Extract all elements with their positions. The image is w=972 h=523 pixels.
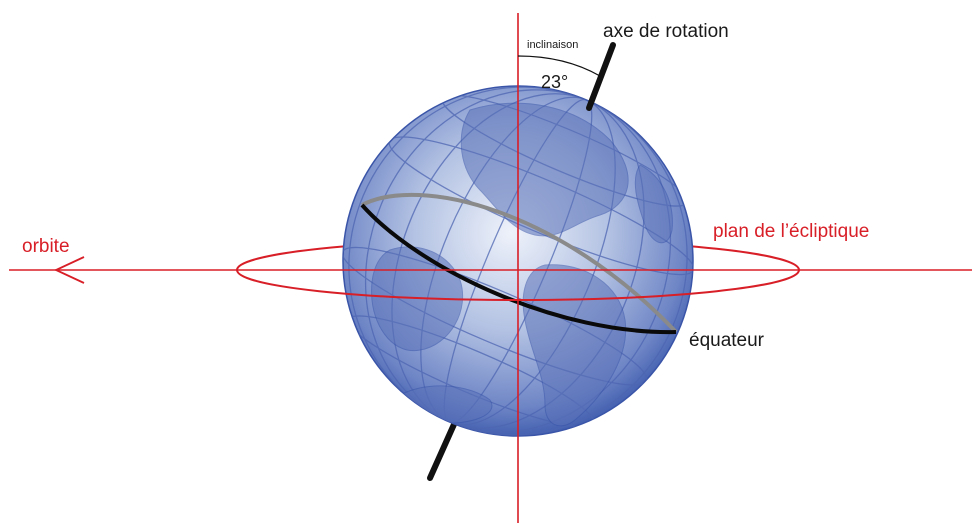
ecliptic-plane-label: plan de l’écliptique — [713, 221, 870, 242]
rotation-axis-upper — [586, 42, 616, 111]
arrow-left-icon — [53, 256, 85, 284]
inclination-arc — [517, 55, 601, 77]
rotation-axis-label: axe de rotation — [603, 21, 729, 42]
equator-front — [360, 203, 677, 335]
equator-label: équateur — [689, 330, 765, 351]
equator-back — [361, 192, 678, 334]
orbit-label: orbite — [22, 236, 70, 257]
tilt-angle-label: 23° — [541, 72, 569, 92]
inclination-label: inclinaison — [527, 39, 579, 51]
